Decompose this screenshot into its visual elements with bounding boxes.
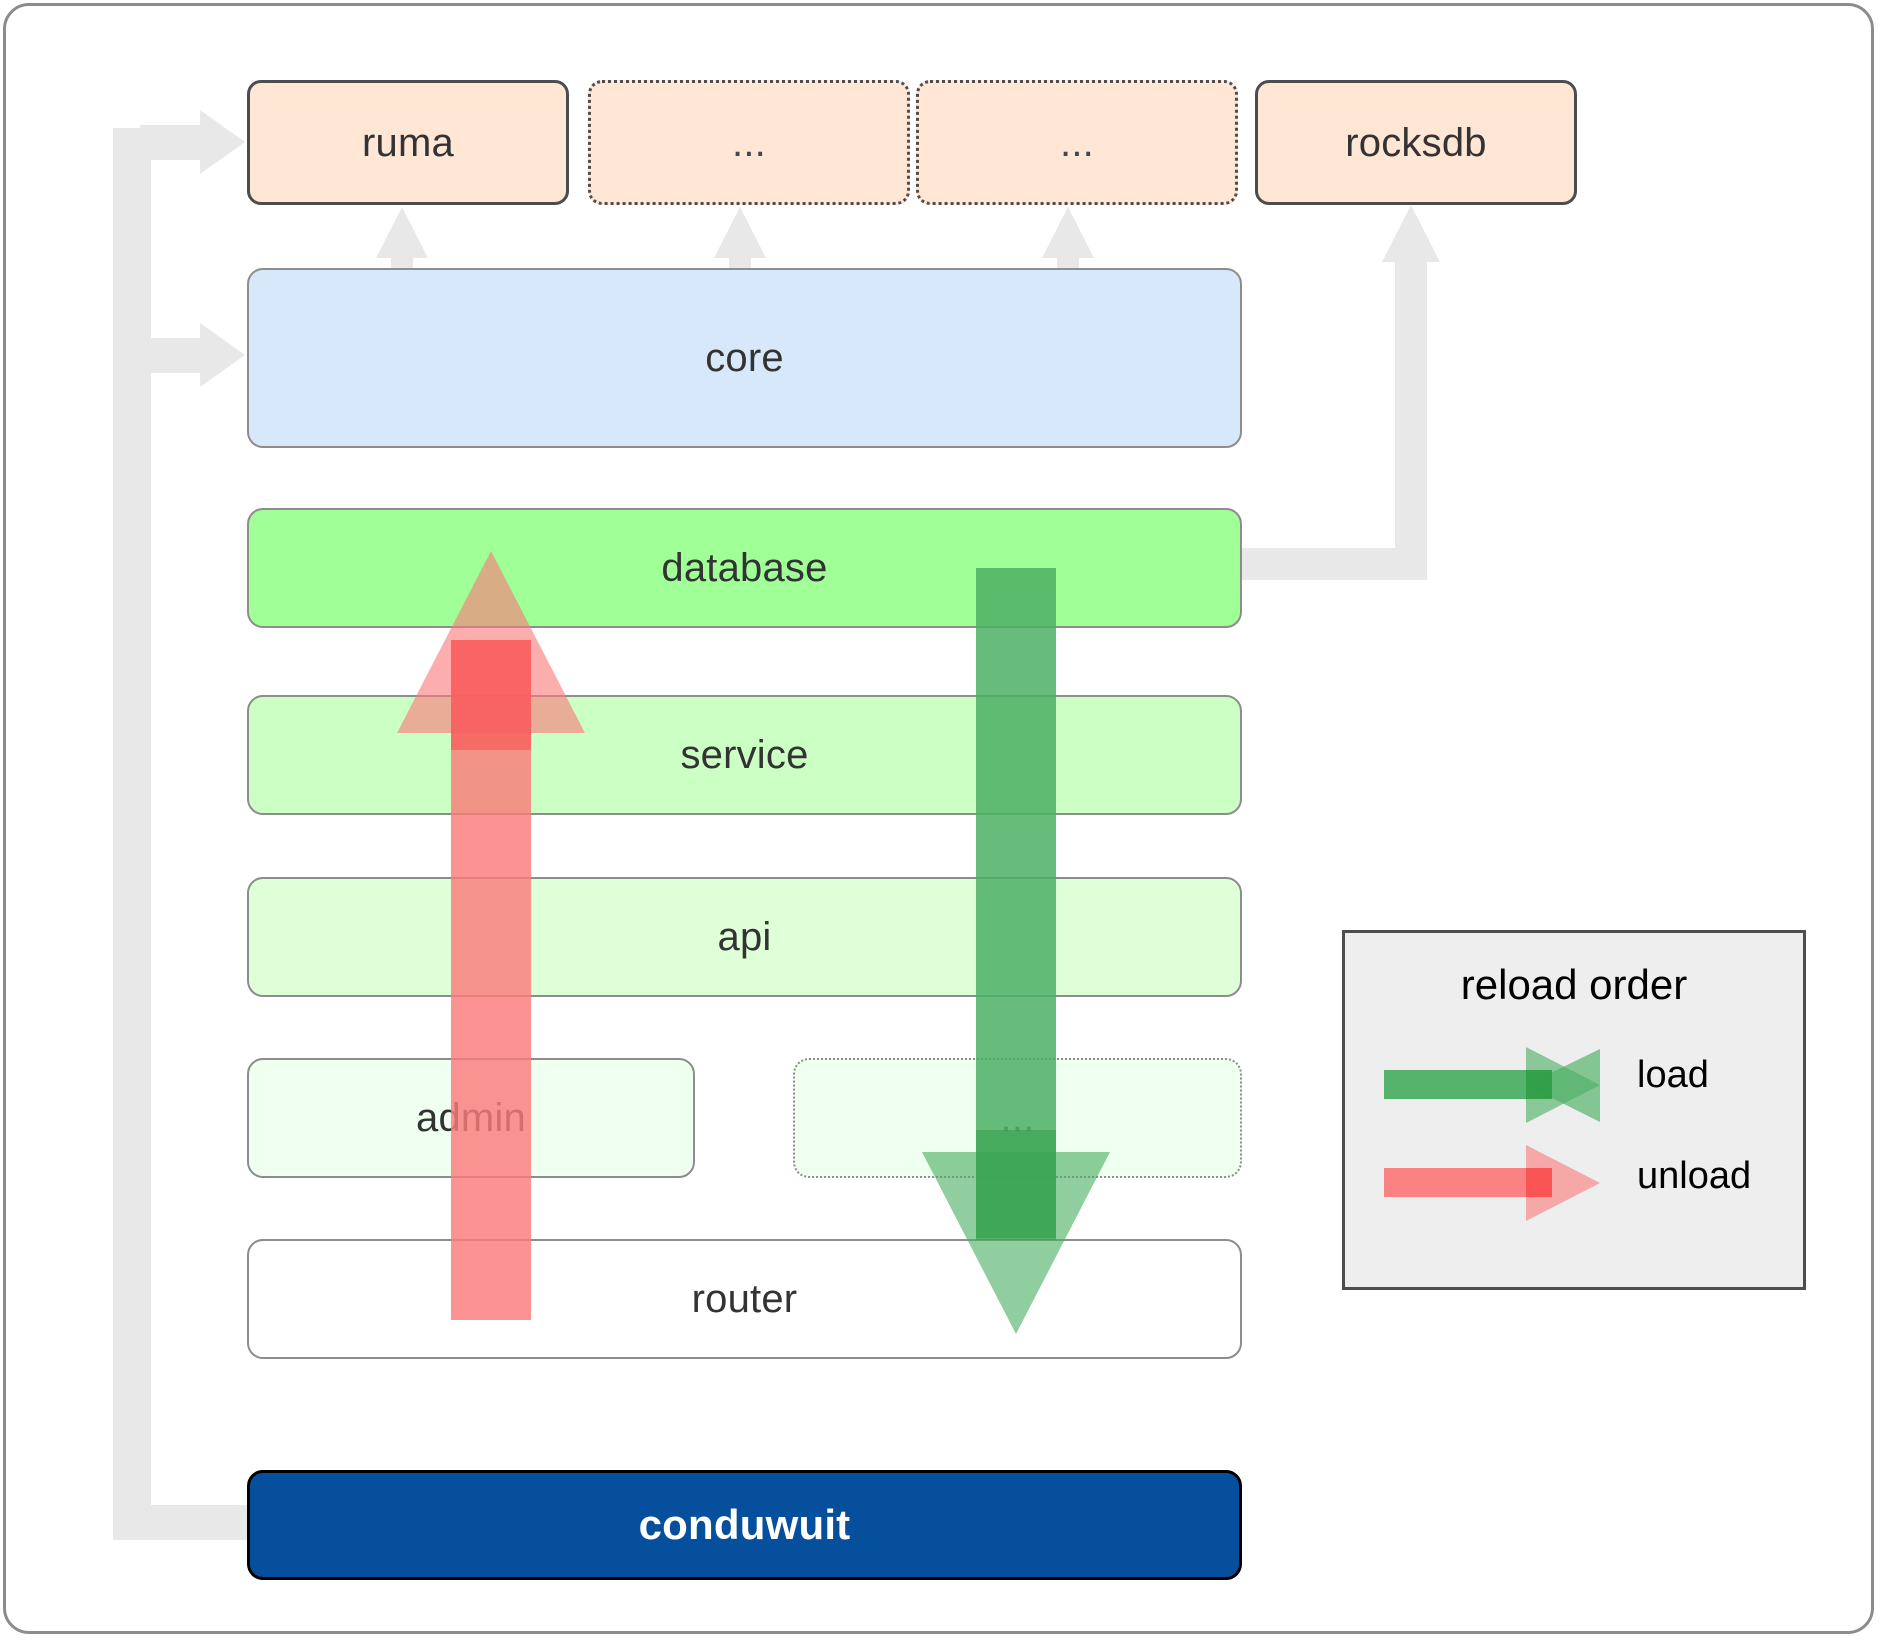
legend-title: reload order bbox=[1460, 961, 1688, 1008]
layer-label-service: service bbox=[680, 733, 809, 777]
legend-load-arrow bbox=[1384, 1047, 1600, 1123]
layer-label-admin: admin bbox=[416, 1096, 526, 1140]
legend-label-unload: unload bbox=[1637, 1155, 1752, 1197]
binary-label-conduwuit: conduwuit bbox=[638, 1501, 851, 1548]
layer-box-router[interactable]: router bbox=[247, 1239, 1242, 1359]
layer-label-router: router bbox=[691, 1277, 798, 1321]
binary-box-conduwuit[interactable]: conduwuit bbox=[247, 1470, 1242, 1580]
dependency-box-placeholder-1[interactable]: ... bbox=[588, 80, 910, 205]
dependency-label-rocksdb: rocksdb bbox=[1345, 120, 1487, 165]
layer-label-core: core bbox=[705, 336, 784, 380]
layer-box-api[interactable]: api bbox=[247, 877, 1242, 997]
layer-box-placeholder[interactable]: ... bbox=[793, 1058, 1242, 1178]
dependency-box-placeholder-2[interactable]: ... bbox=[916, 80, 1238, 205]
dependency-label-placeholder-2: ... bbox=[1060, 120, 1094, 165]
legend-panel: reload order load unload bbox=[1342, 930, 1806, 1290]
dependency-box-rocksdb[interactable]: rocksdb bbox=[1255, 80, 1577, 205]
legend-unload-arrow bbox=[1384, 1145, 1600, 1221]
layer-label-database: database bbox=[661, 546, 828, 590]
layer-box-database[interactable]: database bbox=[247, 508, 1242, 628]
layer-label-api: api bbox=[717, 915, 772, 959]
layer-label-placeholder: ... bbox=[1000, 1096, 1035, 1140]
layer-box-admin[interactable]: admin bbox=[247, 1058, 695, 1178]
legend-arrow-layer bbox=[1384, 1047, 1600, 1221]
layer-box-core[interactable]: core bbox=[247, 268, 1242, 448]
dependency-box-ruma[interactable]: ruma bbox=[247, 80, 569, 205]
layer-box-service[interactable]: service bbox=[247, 695, 1242, 815]
diagram-frame bbox=[3, 3, 1874, 1634]
dependency-label-ruma: ruma bbox=[362, 120, 454, 165]
legend-label-load: load bbox=[1637, 1054, 1709, 1096]
dependency-label-placeholder-1: ... bbox=[732, 120, 766, 165]
